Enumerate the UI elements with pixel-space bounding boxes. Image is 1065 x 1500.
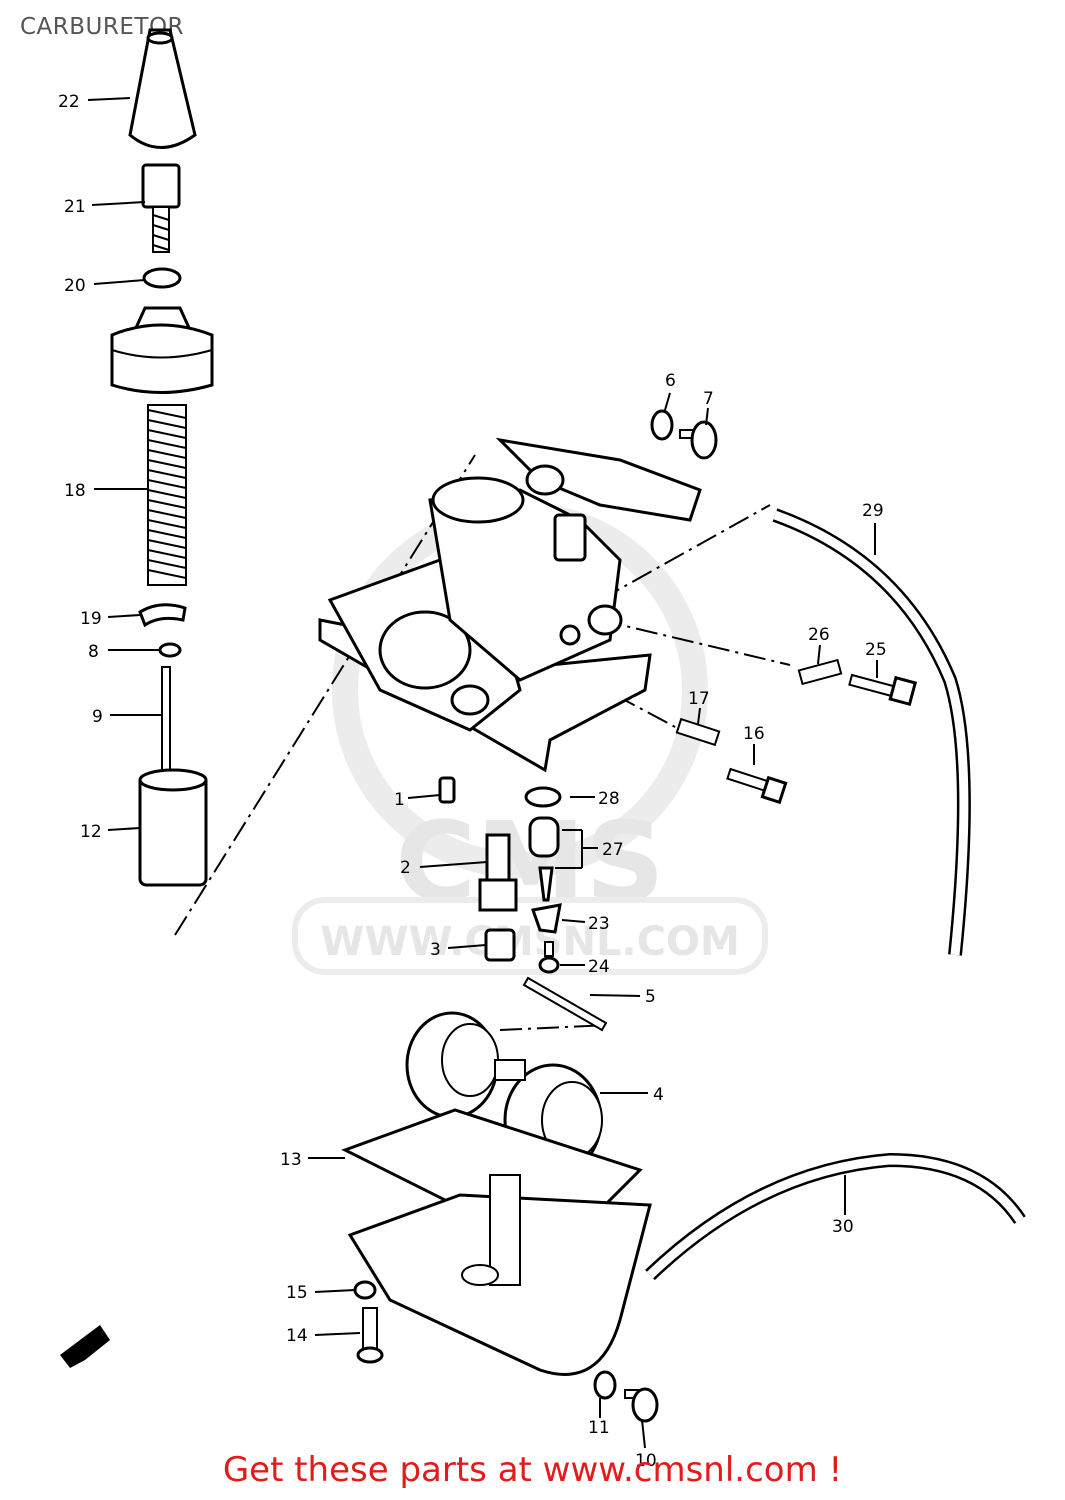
part-label: 8 (88, 642, 99, 662)
part-label: 25 (865, 640, 887, 660)
part-labels: 22 21 20 18 19 8 9 12 6 7 29 26 25 17 16… (58, 92, 887, 1471)
part-21-adjuster[interactable] (141, 163, 181, 253)
part-3-main-jet[interactable] (484, 928, 516, 962)
part-10-screw[interactable] (624, 1387, 659, 1423)
part-label: 27 (602, 840, 624, 860)
part-label: 15 (286, 1283, 308, 1303)
part-1-jet[interactable] (438, 776, 456, 804)
part-4-float[interactable] (405, 1011, 603, 1177)
part-label: 17 (688, 689, 710, 709)
carburetor-body[interactable] (318, 437, 702, 773)
carburetor-top-cap[interactable] (110, 306, 214, 394)
watermark-brand: CMS (395, 798, 664, 926)
part-label: 10 (635, 1451, 657, 1471)
part-label: 14 (286, 1326, 308, 1346)
front-direction-arrow-icon (60, 1325, 110, 1368)
part-6-washer[interactable] (650, 409, 674, 441)
part-28-o-ring[interactable] (524, 786, 562, 808)
part-label: 29 (862, 501, 884, 521)
part-label: 3 (430, 940, 441, 960)
part-label: 12 (80, 822, 102, 842)
part-label: 28 (598, 789, 620, 809)
part-label: 6 (665, 371, 676, 391)
part-label: 18 (64, 481, 86, 501)
part-label: 7 (703, 389, 714, 409)
part-label: 5 (645, 987, 656, 1007)
part-15-washer[interactable] (353, 1280, 377, 1300)
part-8-ring[interactable] (158, 642, 182, 658)
part-19-clip[interactable] (138, 603, 187, 628)
part-23-clip[interactable] (531, 903, 562, 934)
part-label: 26 (808, 625, 830, 645)
part-label: 13 (280, 1150, 302, 1170)
part-label: 16 (743, 724, 765, 744)
part-label: 23 (588, 914, 610, 934)
part-label: 9 (92, 707, 103, 727)
part-27-needle-valve[interactable] (528, 816, 560, 902)
part-label: 19 (80, 609, 102, 629)
part-7-screw[interactable] (679, 420, 718, 460)
leader-lines (87, 97, 878, 1449)
part-label: 2 (400, 858, 411, 878)
footer-promo-link[interactable]: Get these parts at www.cmsnl.com ! (222, 1450, 843, 1490)
part-2-needle-jet[interactable] (478, 833, 518, 912)
part-29-hose[interactable] (772, 508, 971, 956)
float-chamber[interactable] (347, 1174, 652, 1376)
part-12-slide[interactable] (138, 768, 208, 887)
part-label: 21 (64, 197, 86, 217)
part-label: 11 (588, 1418, 610, 1438)
part-label: 20 (64, 276, 86, 296)
part-17-spring[interactable] (675, 717, 721, 747)
part-label: 22 (58, 92, 80, 112)
watermark: CMS WWW.CMSNL.COM (292, 502, 768, 975)
part-11-washer[interactable] (593, 1370, 617, 1400)
part-18-spring[interactable] (147, 404, 187, 586)
part-label: 24 (588, 957, 610, 977)
part-label: 30 (832, 1217, 854, 1237)
part-22-cap[interactable] (128, 28, 197, 149)
part-label: 4 (653, 1085, 664, 1105)
part-25-screw[interactable] (848, 673, 918, 707)
part-5-pin[interactable] (522, 976, 608, 1032)
part-24-screw[interactable] (538, 941, 560, 974)
part-20-nut[interactable] (142, 267, 182, 289)
part-14-screw[interactable] (356, 1307, 384, 1364)
watermark-url: WWW.CMSNL.COM (320, 919, 740, 965)
part-26-spring[interactable] (797, 658, 843, 686)
part-label: 1 (394, 790, 405, 810)
part-16-screw[interactable] (726, 767, 788, 805)
